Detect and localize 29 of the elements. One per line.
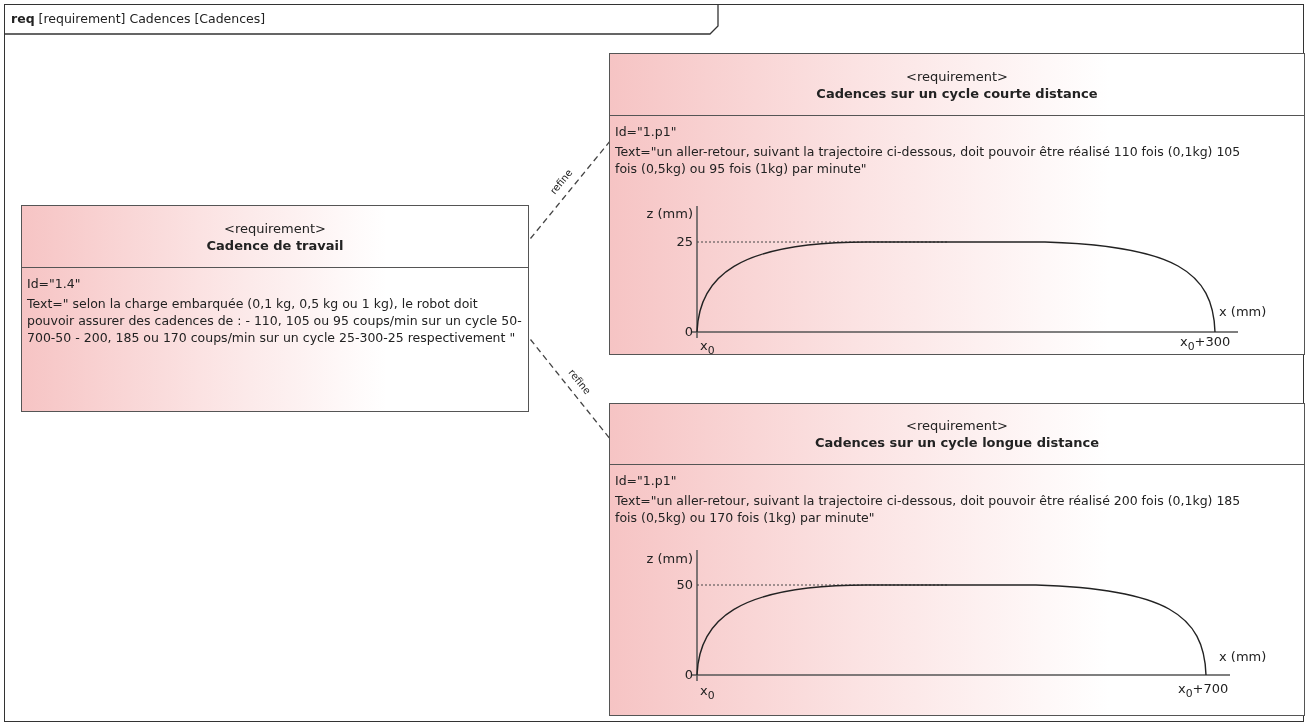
tick-label: x$_{0}$	[700, 338, 715, 359]
tick-label: x$_{0}$+700	[1178, 681, 1229, 702]
requirement-id: Id="1.p1"	[615, 122, 677, 140]
frame-title: req [requirement] Cadences [Cadences]	[11, 11, 266, 27]
tick-label: 25	[676, 234, 693, 250]
requirement-text: Text="un aller-retour, suivant la trajectoire ci-dessous, doit pouvoir être réalisé 200 fois (0,1kg) 185 fois (0,5kg) ou 170 fois (1kg) par minute"	[615, 491, 1242, 526]
axis-label: x (mm)	[1219, 649, 1267, 665]
tick-label: 50	[676, 577, 693, 593]
requirement-title: Cadence de travail	[206, 236, 344, 254]
axis-label: z (mm)	[646, 206, 693, 222]
requirement-id: Id="1.p1"	[615, 471, 677, 489]
tick-label: x$_{0}$	[700, 683, 715, 704]
stereotype-label: <requirement>	[224, 219, 326, 237]
requirement-id: Id="1.4"	[27, 274, 81, 292]
stereotype-label: <requirement>	[906, 67, 1008, 85]
requirement-box	[609, 53, 1305, 355]
requirement-title: Cadences sur un cycle courte distance	[816, 84, 1098, 102]
axis-label: x (mm)	[1219, 304, 1267, 320]
axis-label: z (mm)	[646, 551, 693, 567]
tick-label: x$_{0}$+300	[1180, 334, 1231, 355]
requirement-text: Text=" selon la charge embarquée (0,1 kg, 0,5 kg ou 1 kg), le robot doit pouvoir assurer des cadences de : - 110, 105 ou 95 coups/min sur un cycle 50-700-50 - 200, 185 ou 170 coups/min sur un cycle 25-300-25 respectivement "	[27, 294, 523, 346]
tick-label: 0	[684, 324, 693, 340]
stereotype-label: <requirement>	[906, 417, 1008, 434]
requirement-title: Cadences sur un cycle longue distance	[815, 434, 1099, 451]
requirement-text: Text="un aller-retour, suivant la trajectoire ci-dessous, doit pouvoir être réalisé 110 fois (0,1kg) 105 fois (0,5kg) ou 95 fois (1kg) par minute"	[615, 142, 1242, 177]
requirement-box	[609, 403, 1305, 716]
diagram-frame	[4, 4, 1304, 722]
tick-label: 0	[684, 667, 693, 683]
requirement-box	[21, 205, 529, 412]
